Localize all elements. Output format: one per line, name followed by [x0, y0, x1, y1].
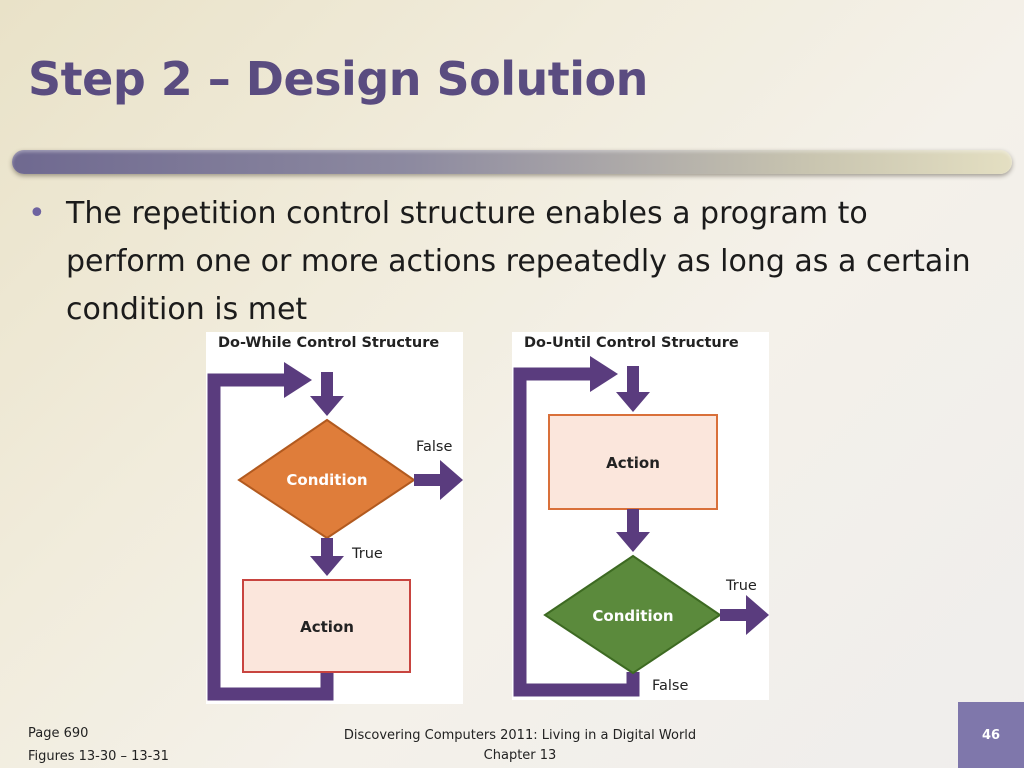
condition-label: Condition	[286, 471, 367, 489]
condition-diamond	[543, 554, 722, 675]
loop-back-arrowhead	[590, 356, 618, 392]
action-label: Action	[606, 454, 660, 472]
true-label: True	[725, 578, 757, 594]
title-divider-bar	[12, 150, 1012, 174]
do-until-figure: Do-Until Control Structure Action Condit…	[512, 332, 769, 700]
action-to-condition-arrowhead	[616, 532, 650, 552]
slide-number-badge: 46	[958, 702, 1024, 768]
action-box	[242, 579, 411, 673]
false-arrowhead	[440, 460, 463, 500]
entry-arrow-shaft	[627, 366, 639, 394]
chapter-label: Chapter 13	[483, 748, 557, 763]
footer-book-info: Discovering Computers 2011: Living in a …	[320, 726, 720, 766]
slide-number: 46	[981, 727, 1001, 743]
do-while-title: Do-While Control Structure	[218, 335, 439, 351]
false-arrow-shaft	[414, 474, 442, 486]
slide-title: Step 2 – Design Solution	[28, 52, 648, 106]
do-while-figure: Do-While Control Structure Condition Fal…	[206, 332, 463, 704]
book-title: Discovering Computers 2011: Living in a …	[343, 728, 697, 743]
condition-label: Condition	[592, 607, 673, 625]
loop-back-line	[207, 373, 334, 701]
true-arrow-shaft	[321, 538, 333, 558]
bullet-marker: •	[28, 196, 46, 231]
action-label: Action	[300, 618, 354, 636]
do-until-title: Do-Until Control Structure	[524, 335, 739, 351]
figure-reference: Figures 13-30 – 13-31	[28, 749, 169, 764]
action-to-condition-shaft	[627, 509, 639, 535]
entry-arrowhead	[616, 392, 650, 412]
do-until-diagram: Do-Until Control Structure Action Condit…	[513, 335, 769, 697]
loop-back-line	[513, 367, 640, 697]
loop-back-arrowhead	[284, 362, 312, 398]
false-label: False	[416, 439, 452, 455]
do-while-diagram: Do-While Control Structure Condition Fal…	[207, 335, 463, 701]
false-label: False	[652, 678, 688, 694]
true-arrowhead	[746, 595, 769, 635]
true-label: True	[351, 546, 383, 562]
entry-arrow-shaft	[321, 372, 333, 398]
true-arrowhead	[310, 556, 344, 576]
entry-arrowhead	[310, 396, 344, 416]
footer-references: Page 690 Figures 13-30 – 13-31	[28, 722, 169, 768]
bullet-text: The repetition control structure enables…	[66, 196, 971, 327]
true-arrow-shaft	[720, 609, 748, 621]
bullet-item: • The repetition control structure enabl…	[28, 190, 988, 334]
page-reference: Page 690	[28, 726, 89, 741]
